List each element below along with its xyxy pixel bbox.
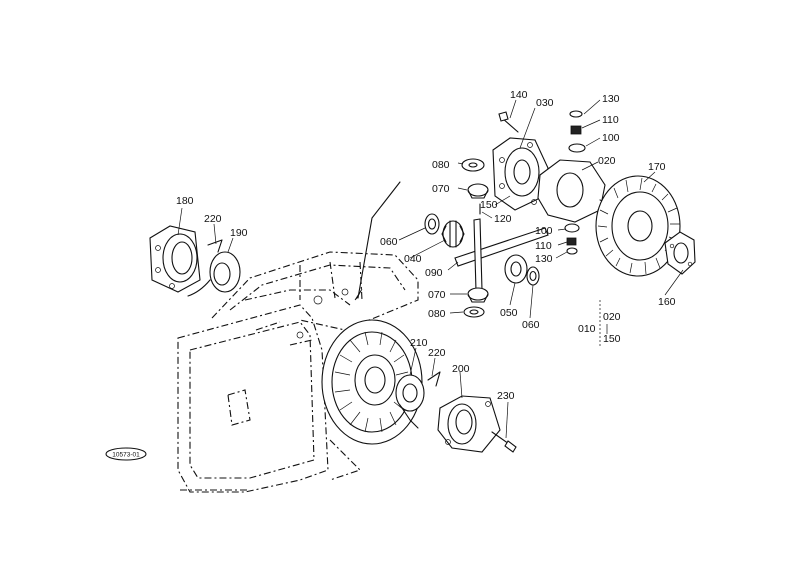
- callout-090: 090: [425, 267, 443, 279]
- part-220-circlip-left: [187, 239, 223, 297]
- callout-120: 120: [494, 213, 512, 225]
- part-080-washer-b: [463, 306, 485, 318]
- callout-060-left: 060: [380, 236, 398, 248]
- part-200-bearing-cover: [437, 395, 501, 453]
- part-190-bearing: [209, 251, 241, 293]
- callout-060-right: 060: [522, 319, 540, 331]
- leader-lines: [177, 99, 684, 439]
- part-160-flange: [664, 231, 696, 275]
- assembly-top-label: 020: [603, 311, 621, 323]
- part-070-pinion-b: [467, 287, 489, 303]
- callout-140: 140: [510, 89, 528, 101]
- callout-160: 160: [658, 296, 676, 308]
- stamp-text: 10573-01: [112, 452, 140, 459]
- part-050-side-gear: [504, 254, 528, 284]
- part-110-spring-b: [566, 237, 577, 246]
- callout-130-bottom: 130: [535, 253, 553, 265]
- part-230-bolt: [491, 431, 517, 453]
- callout-080-bottom: 080: [428, 308, 446, 320]
- part-170-ring-gear: [595, 175, 681, 277]
- callout-210: 210: [410, 337, 428, 349]
- callout-190: 190: [230, 227, 248, 239]
- drawing-stamp: 10573-01: [105, 447, 147, 461]
- callout-050: 050: [500, 307, 518, 319]
- callout-110-top: 110: [602, 114, 619, 126]
- callout-230: 230: [497, 390, 515, 402]
- callout-080-top: 080: [432, 159, 450, 171]
- part-130-ball-b: [566, 247, 578, 255]
- part-220-circlip-right: [427, 371, 441, 387]
- callout-220-left: 220: [204, 213, 222, 225]
- callout-220-right: 220: [428, 347, 446, 359]
- callout-020: 020: [598, 155, 616, 167]
- part-180-bearing-housing: [149, 225, 201, 293]
- assembly-parent-label: 010: [578, 323, 596, 335]
- callout-180: 180: [176, 195, 194, 207]
- callout-200: 200: [452, 363, 470, 375]
- callout-040: 040: [404, 253, 422, 265]
- callout-labels: 140 030 130 110 100 080 020 170 070 150 …: [176, 89, 676, 402]
- callout-170: 170: [648, 161, 666, 173]
- part-130-ball-a: [569, 110, 583, 118]
- part-140-bolt: [498, 111, 519, 133]
- callout-070-bottom: 070: [428, 289, 446, 301]
- part-100-washer-a: [568, 143, 586, 153]
- callout-030: 030: [536, 97, 554, 109]
- callout-100-bottom: 100: [535, 225, 553, 237]
- callout-070-top: 070: [432, 183, 450, 195]
- callout-150: 150: [480, 199, 498, 211]
- part-060-thrust-washer-b: [526, 266, 540, 286]
- assembly-bottom-label: 150: [603, 333, 621, 345]
- part-080-washer-a: [461, 158, 485, 172]
- part-040-side-gear: [441, 220, 465, 248]
- part-110-spring-a: [570, 125, 582, 135]
- part-060-thrust-washer-a: [424, 213, 440, 235]
- part-070-pinion-a: [467, 183, 489, 199]
- part-100-washer-b: [564, 223, 580, 233]
- callout-130-top: 130: [602, 93, 620, 105]
- assembly-bracket: [599, 300, 608, 348]
- callout-110-bottom: 110: [535, 240, 552, 252]
- part-210-bearing: [395, 374, 425, 429]
- insertion-arrow: [354, 181, 401, 301]
- case-gear-housing: [321, 319, 423, 445]
- callout-100-top: 100: [602, 132, 620, 144]
